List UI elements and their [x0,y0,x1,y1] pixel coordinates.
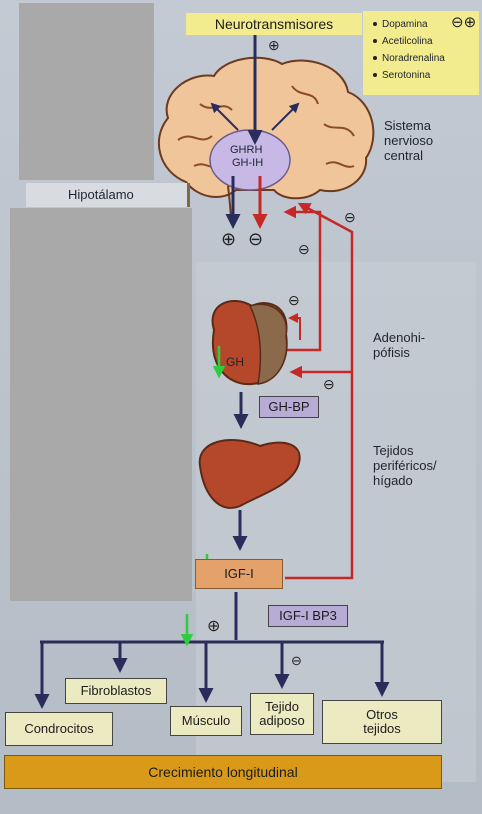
target-musculo: Músculo [170,706,242,736]
masked-region-top [19,3,154,180]
legend-item: Dopamina [373,19,428,30]
legend-label: Acetilcolina [382,36,433,47]
igf-bp3-box: IGF-I BP3 [268,605,348,627]
target-fibroblastos: Fibroblastos [65,678,167,704]
legend-label: Serotonina [382,70,431,81]
igf-pituitary-minus: ⊖ [323,376,335,392]
gh-label: GH [226,355,244,369]
neurotransmitter-legend: Dopamina Acetilcolina Noradrenalina Sero… [363,11,479,95]
legend-item: Noradrenalina [373,53,445,64]
gh-autofeedback [288,313,301,340]
brain-illustration [158,56,375,223]
legend-label: Noradrenalina [382,53,445,64]
ghih-minus-sign: ⊖ [248,229,264,249]
neurotransmitter-plus-sign: ⊕ [268,37,280,53]
adipose-minus-sign: ⊖ [291,653,302,668]
liver-label: Tejidos periféricos/ hígado [373,443,437,488]
legend-sign: ⊖⊕ [451,14,477,31]
legend-item: Acetilcolina [373,36,433,47]
neurotransmitters-title: Neurotransmisores [186,13,362,35]
result-bar: Crecimiento longitudinal [4,755,442,789]
target-condrocitos: Condrocitos [5,712,113,746]
brain-arrow-right [271,102,300,131]
tissue-plus-sign: ⊕ [207,618,221,635]
legend-item: Serotonina [373,70,430,81]
target-otros-tejidos: Otros tejidos [322,700,442,744]
ghrh-plus-sign: ⊕ [221,229,237,249]
gh-feedback-minus: ⊖ [298,241,310,257]
cns-label: Sistema nervioso central [384,118,434,163]
igf-feedback-minus: ⊖ [344,209,356,225]
igf-box: IGF-I [195,559,283,589]
igf-feedback-to-hypothalamus [285,202,354,580]
gh-bp-box: GH-BP [259,396,319,418]
ghrh-label: GHRH [230,144,263,156]
legend-label: Dopamina [382,19,428,30]
brain-arrow-left [210,102,239,131]
ghih-label: GH-IH [232,157,264,169]
pituitary-label: Adenohi- pófisis [373,330,426,360]
hypothalamus-label: Hipotálamo [26,183,190,207]
gh-autofeedback-minus: ⊖ [288,292,300,308]
target-tejido-adiposo: Tejido adiposo [250,693,314,735]
pituitary-illustration [211,300,288,386]
masked-region-middle [10,208,192,601]
liver-illustration [198,439,301,509]
